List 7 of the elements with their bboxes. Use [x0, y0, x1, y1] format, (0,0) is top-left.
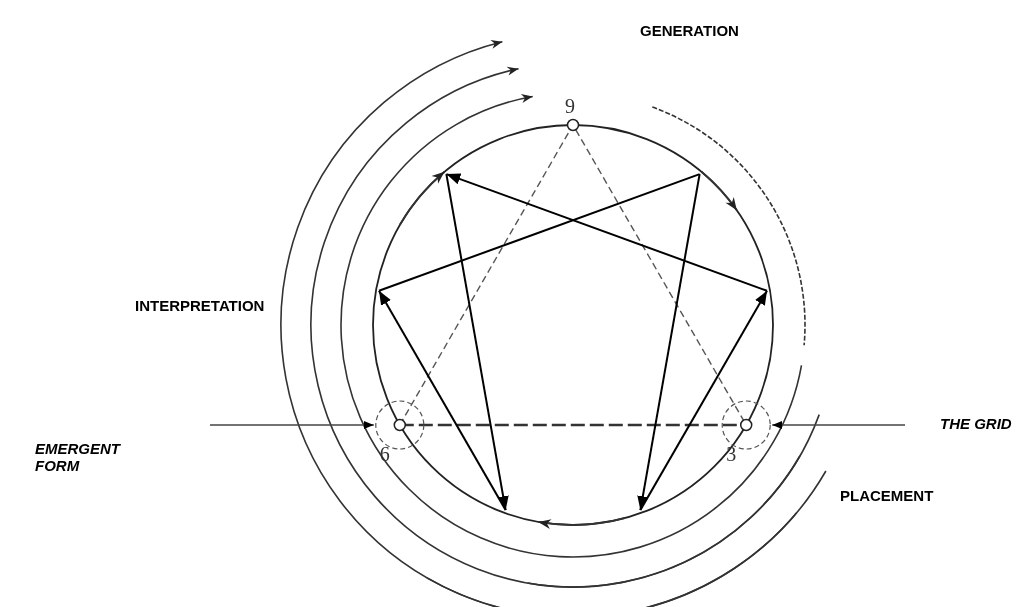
point-number: 9 — [565, 95, 575, 118]
heading-label: INTERPRETATION — [135, 297, 265, 314]
heading-label: GENERATION — [640, 22, 739, 39]
heading-label: THE GRID — [940, 415, 1012, 432]
point-number: 3 — [726, 443, 737, 466]
heading-label: PLACEMENT — [840, 487, 934, 504]
heading-label: EMERGENT FORM — [35, 440, 122, 474]
